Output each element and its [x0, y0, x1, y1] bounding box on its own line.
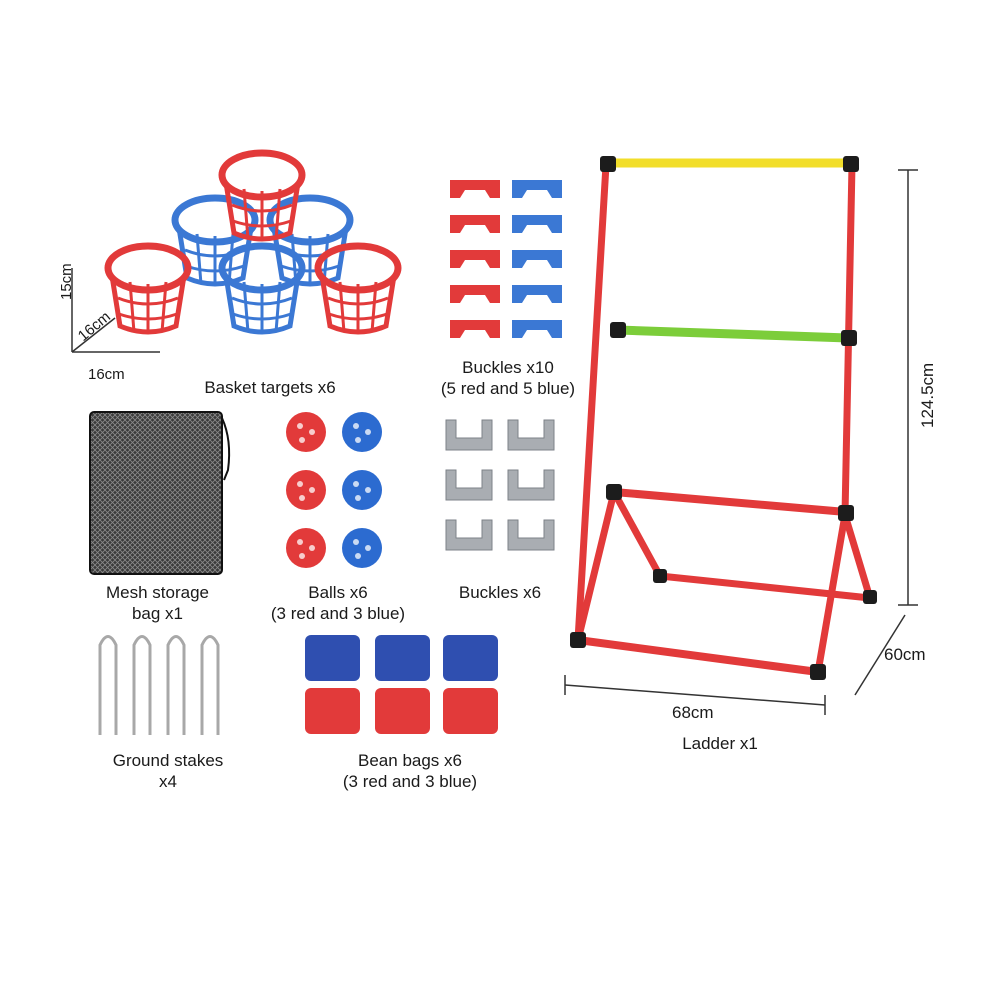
balls-title: Balls x6: [308, 583, 368, 602]
blue-basket: [270, 198, 350, 286]
ladder-dimension-lines: [564, 169, 918, 715]
buckles-red-blue-image: [450, 180, 562, 338]
buckles-10-detail: (5 red and 5 blue): [440, 379, 576, 398]
red-bean-bag: [305, 688, 360, 734]
ladder-height-label: 124.5cm: [918, 362, 937, 428]
mesh-bag-detail: bag x1: [131, 604, 184, 623]
red-basket: [318, 246, 398, 334]
red-bean-bag: [375, 688, 430, 734]
bean-bags-title: Bean bags x6: [358, 751, 462, 770]
buckles-10-title: Buckles x10: [462, 358, 554, 377]
blue-buckles: [512, 180, 562, 338]
bean-bags-detail: (3 red and 3 blue): [342, 772, 478, 791]
ground-stakes-image: [98, 635, 220, 735]
ground-stakes-detail: x4: [159, 772, 177, 791]
ladder-image: [570, 156, 877, 680]
blue-ball: [342, 412, 382, 452]
blue-ball: [342, 470, 382, 510]
mesh-bag-label: Mesh storage bag x1: [80, 582, 235, 624]
buckles-gray-image: [445, 419, 555, 551]
basket-dimension-lines: [71, 268, 160, 353]
mesh-storage-bag-image: [89, 411, 231, 575]
blue-bean-bag: [443, 635, 498, 681]
red-ball: [286, 412, 326, 452]
buckles-6-label: Buckles x6: [458, 583, 542, 602]
red-ball: [286, 528, 326, 568]
bean-bags-image: [305, 635, 498, 734]
red-basket: [108, 246, 188, 334]
balls-image: [286, 412, 382, 568]
ground-stakes-title: Ground stakes: [112, 751, 224, 770]
basket-targets-image: [108, 153, 398, 334]
basket-targets-label: Basket targets x6: [204, 378, 336, 397]
blue-bean-bag: [375, 635, 430, 681]
buckles-10-label: Buckles x10 (5 red and 5 blue): [408, 357, 608, 399]
bean-bags-label: Bean bags x6 (3 red and 3 blue): [315, 750, 505, 792]
basket-height-label: 15cm: [58, 263, 75, 300]
blue-basket: [222, 246, 302, 334]
red-bean-bag: [443, 688, 498, 734]
ladder-label: Ladder x1: [682, 734, 758, 753]
balls-label: Balls x6 (3 red and 3 blue): [248, 582, 428, 624]
ground-stakes-label: Ground stakes x4: [88, 750, 248, 792]
mesh-bag-title: Mesh storage: [106, 583, 209, 602]
basket-width-label: 16cm: [88, 366, 125, 383]
red-ball: [286, 470, 326, 510]
red-buckles: [450, 180, 500, 338]
ladder-depth-label: 60cm: [884, 645, 926, 664]
balls-detail: (3 red and 3 blue): [270, 604, 406, 623]
blue-ball: [342, 528, 382, 568]
ladder-width-label: 68cm: [672, 703, 714, 722]
blue-bean-bag: [305, 635, 360, 681]
